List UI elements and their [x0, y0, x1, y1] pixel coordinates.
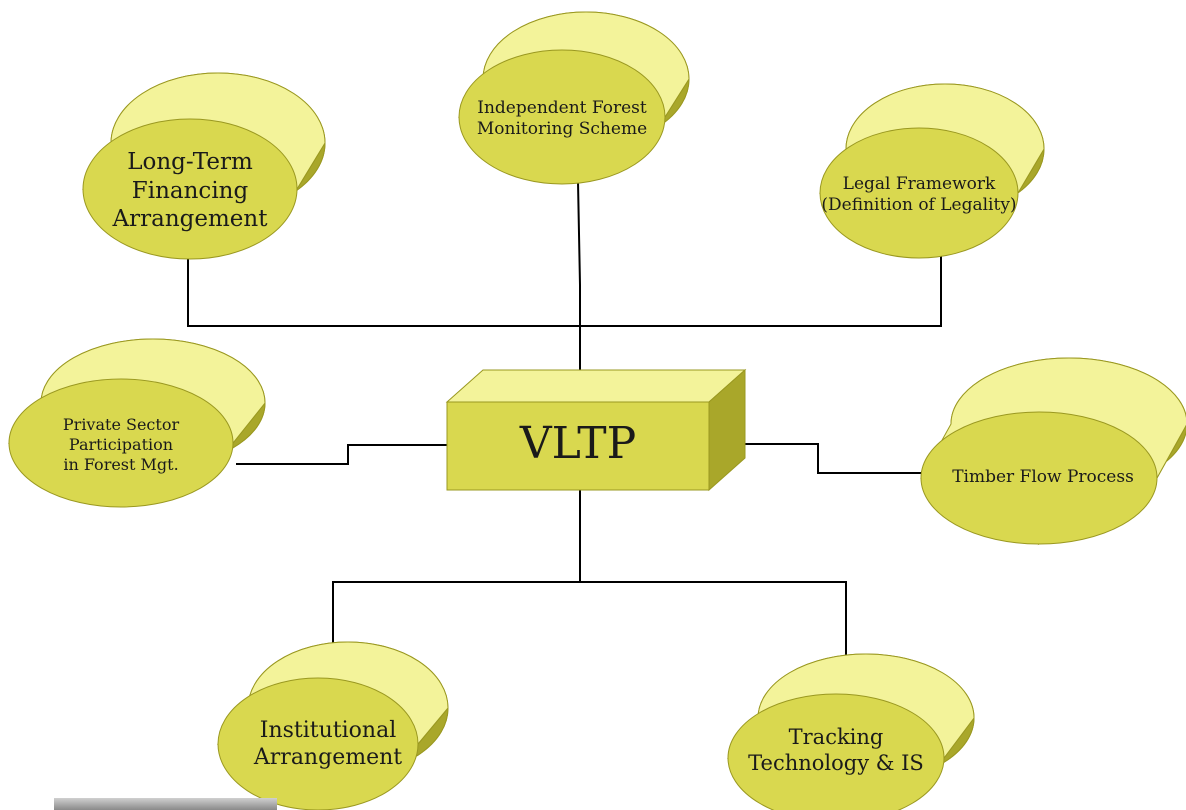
node-label-timber: Timber Flow Process — [952, 467, 1134, 488]
node-institutional — [216, 641, 449, 810]
node-label-line: in Forest Mgt. — [63, 455, 179, 474]
hub-box-front — [446, 401, 710, 491]
node-label-line: Long-Term — [127, 148, 253, 175]
node-label-legal: Legal Framework(Definition of Legality) — [821, 174, 1016, 217]
node-label-line: Participation — [68, 435, 174, 454]
node-label-line: Arrangement — [253, 745, 403, 770]
connector-private — [236, 444, 447, 465]
hub-label: VLTP — [519, 418, 637, 469]
connector-legal — [580, 252, 942, 327]
connector-monitoring — [577, 181, 581, 396]
node-financing — [82, 72, 326, 260]
connector-institutional — [332, 581, 847, 685]
node-label-line: Financing — [131, 177, 249, 204]
node-label-line: (Definition of Legality) — [821, 195, 1017, 215]
node-label-line: Tracking — [788, 724, 884, 749]
node-monitoring-face — [458, 49, 666, 185]
node-label-line: Private Sector — [62, 415, 180, 434]
node-label-line: Independent Forest — [477, 97, 647, 118]
node-legal — [819, 83, 1045, 259]
node-label-line: Timber Flow Process — [952, 467, 1134, 488]
connector-financing — [187, 250, 580, 327]
node-legal-face — [819, 127, 1019, 259]
node-label-line: Arrangement — [112, 206, 268, 233]
node-monitoring — [458, 11, 690, 185]
node-tracking — [727, 653, 975, 810]
thumbnail-strip — [54, 798, 277, 810]
hub-box-top — [445, 369, 747, 403]
node-label-line: Institutional — [259, 717, 397, 743]
hub-box — [445, 368, 747, 492]
node-private-face — [8, 378, 234, 508]
connector-timber — [710, 443, 924, 474]
node-label-line: Technology & IS — [748, 751, 924, 775]
node-private — [7, 338, 266, 508]
node-institutional-face — [217, 677, 419, 810]
node-label-line: Legal Framework — [842, 173, 996, 194]
node-tracking-face — [727, 693, 945, 810]
node-label-line: Monitoring Scheme — [476, 119, 648, 139]
node-timber — [920, 357, 1186, 546]
node-timber-face — [920, 411, 1158, 545]
diagram-nodes — [7, 11, 1186, 810]
connector-lines — [187, 181, 942, 685]
node-financing-face — [82, 118, 298, 260]
